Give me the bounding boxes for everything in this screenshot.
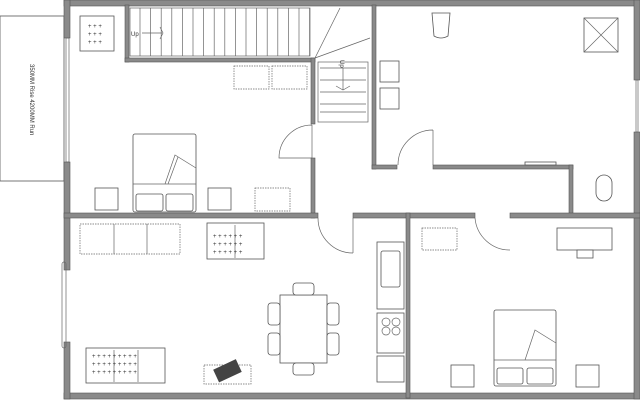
bed <box>493 309 557 387</box>
nightstand <box>450 364 475 388</box>
tv-unit <box>79 223 181 255</box>
door-bathroom <box>397 129 434 166</box>
toilet <box>431 12 451 39</box>
dresser <box>271 65 308 90</box>
landing-staircase: Up <box>317 60 369 123</box>
nightstand <box>94 187 119 211</box>
living-furniture: + + + + + + + + + + + + + + + + + + + + + … <box>79 222 405 385</box>
armchair <box>206 222 265 260</box>
sofa <box>85 347 166 384</box>
bed <box>132 133 197 213</box>
sink <box>379 87 400 110</box>
bedroom-2-furniture <box>421 227 613 388</box>
svg-text:+ + + + + +: + + + + + + <box>213 242 243 248</box>
svg-text:+ + +: + + + <box>88 24 102 30</box>
svg-text:+ + + + + + + + +: + + + + + + + + + <box>92 354 137 360</box>
fridge <box>376 355 405 383</box>
main-staircase: Up <box>129 7 371 59</box>
svg-text:+ + + + + + + + +: + + + + + + + + + <box>92 370 137 376</box>
svg-text:+ + + + + +: + + + + + + <box>213 234 243 240</box>
desk <box>556 227 613 251</box>
dresser <box>233 65 270 90</box>
bathroom-fixtures <box>379 12 619 202</box>
deck: 350MM Rise 4200MM Run <box>0 15 65 182</box>
recliner <box>213 359 242 383</box>
sink <box>379 60 400 83</box>
dining-table <box>279 294 328 364</box>
doors <box>278 124 511 254</box>
walls <box>63 0 640 400</box>
landing-stair-up-label: Up <box>338 60 344 68</box>
bedroom-1-furniture: + + + + + + + + + <box>79 15 308 213</box>
cabinet <box>421 227 458 251</box>
chair <box>576 249 594 259</box>
svg-text:+ + +: + + + <box>88 32 102 38</box>
nightstand <box>575 364 600 388</box>
vent <box>524 161 557 166</box>
nightstand <box>207 187 232 211</box>
stove <box>376 312 405 354</box>
kitchen-sink <box>380 250 401 288</box>
door-living <box>317 217 354 254</box>
main-stair-up-label: Up <box>131 32 139 38</box>
svg-text:+ + +: + + + <box>88 40 102 46</box>
armchair <box>79 15 115 52</box>
toilet-2 <box>595 174 613 202</box>
desk <box>254 187 291 212</box>
svg-text:+ + + + + + + + +: + + + + + + + + + <box>92 362 137 368</box>
door-bedroom2 <box>474 217 511 251</box>
svg-text:+ + + + + +: + + + + + + <box>213 250 243 256</box>
deck-label: 350MM Rise 4200MM Run <box>28 64 34 135</box>
windows <box>61 37 639 349</box>
door-bedroom1 <box>278 124 313 159</box>
